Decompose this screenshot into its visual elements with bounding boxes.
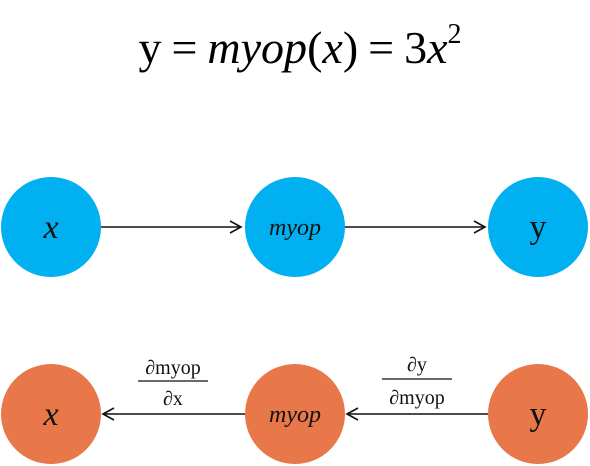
gradient-dmyop-dx-numerator: ∂myop	[145, 357, 200, 379]
forward-node-myop	[245, 177, 345, 277]
gradient-dy-dmyop-denominator: ∂myop	[389, 387, 444, 409]
equation-close-paren: )	[343, 22, 358, 73]
backward-node-x	[1, 364, 101, 464]
backward-node-y-label: y	[530, 396, 547, 433]
backward-node-x-label: x	[42, 396, 58, 433]
equation-lhs: y	[138, 22, 161, 73]
gradient-dy-dmyop: ∂y ∂myop	[382, 354, 452, 409]
equation-title: y=myop(x)=3x2	[138, 19, 461, 73]
equation-open-paren: (	[307, 22, 322, 73]
backward-row: x myop y ∂myop ∂x ∂y ∂myop	[1, 354, 588, 464]
forward-node-myop-label: myop	[269, 215, 321, 241]
backward-node-myop-label: myop	[269, 402, 321, 428]
equation-arg: x	[321, 22, 343, 73]
forward-node-y	[488, 177, 588, 277]
equation-fn: myop	[207, 22, 307, 73]
forward-node-y-label: y	[530, 209, 547, 246]
gradient-dmyop-dx-denominator: ∂x	[163, 388, 183, 410]
gradient-dy-dmyop-numerator: ∂y	[407, 354, 427, 376]
backward-node-myop	[245, 364, 345, 464]
forward-node-x	[1, 177, 101, 277]
forward-node-x-label: x	[42, 209, 58, 246]
gradient-dmyop-dx: ∂myop ∂x	[138, 357, 208, 410]
equation-eq2: =	[368, 22, 394, 73]
forward-row: x myop y	[1, 177, 588, 277]
equation-exponent: 2	[448, 19, 462, 50]
backward-node-y	[488, 364, 588, 464]
equation-var: x	[426, 22, 448, 73]
equation-coef: 3	[404, 22, 427, 73]
equation-eq1: =	[171, 22, 197, 73]
